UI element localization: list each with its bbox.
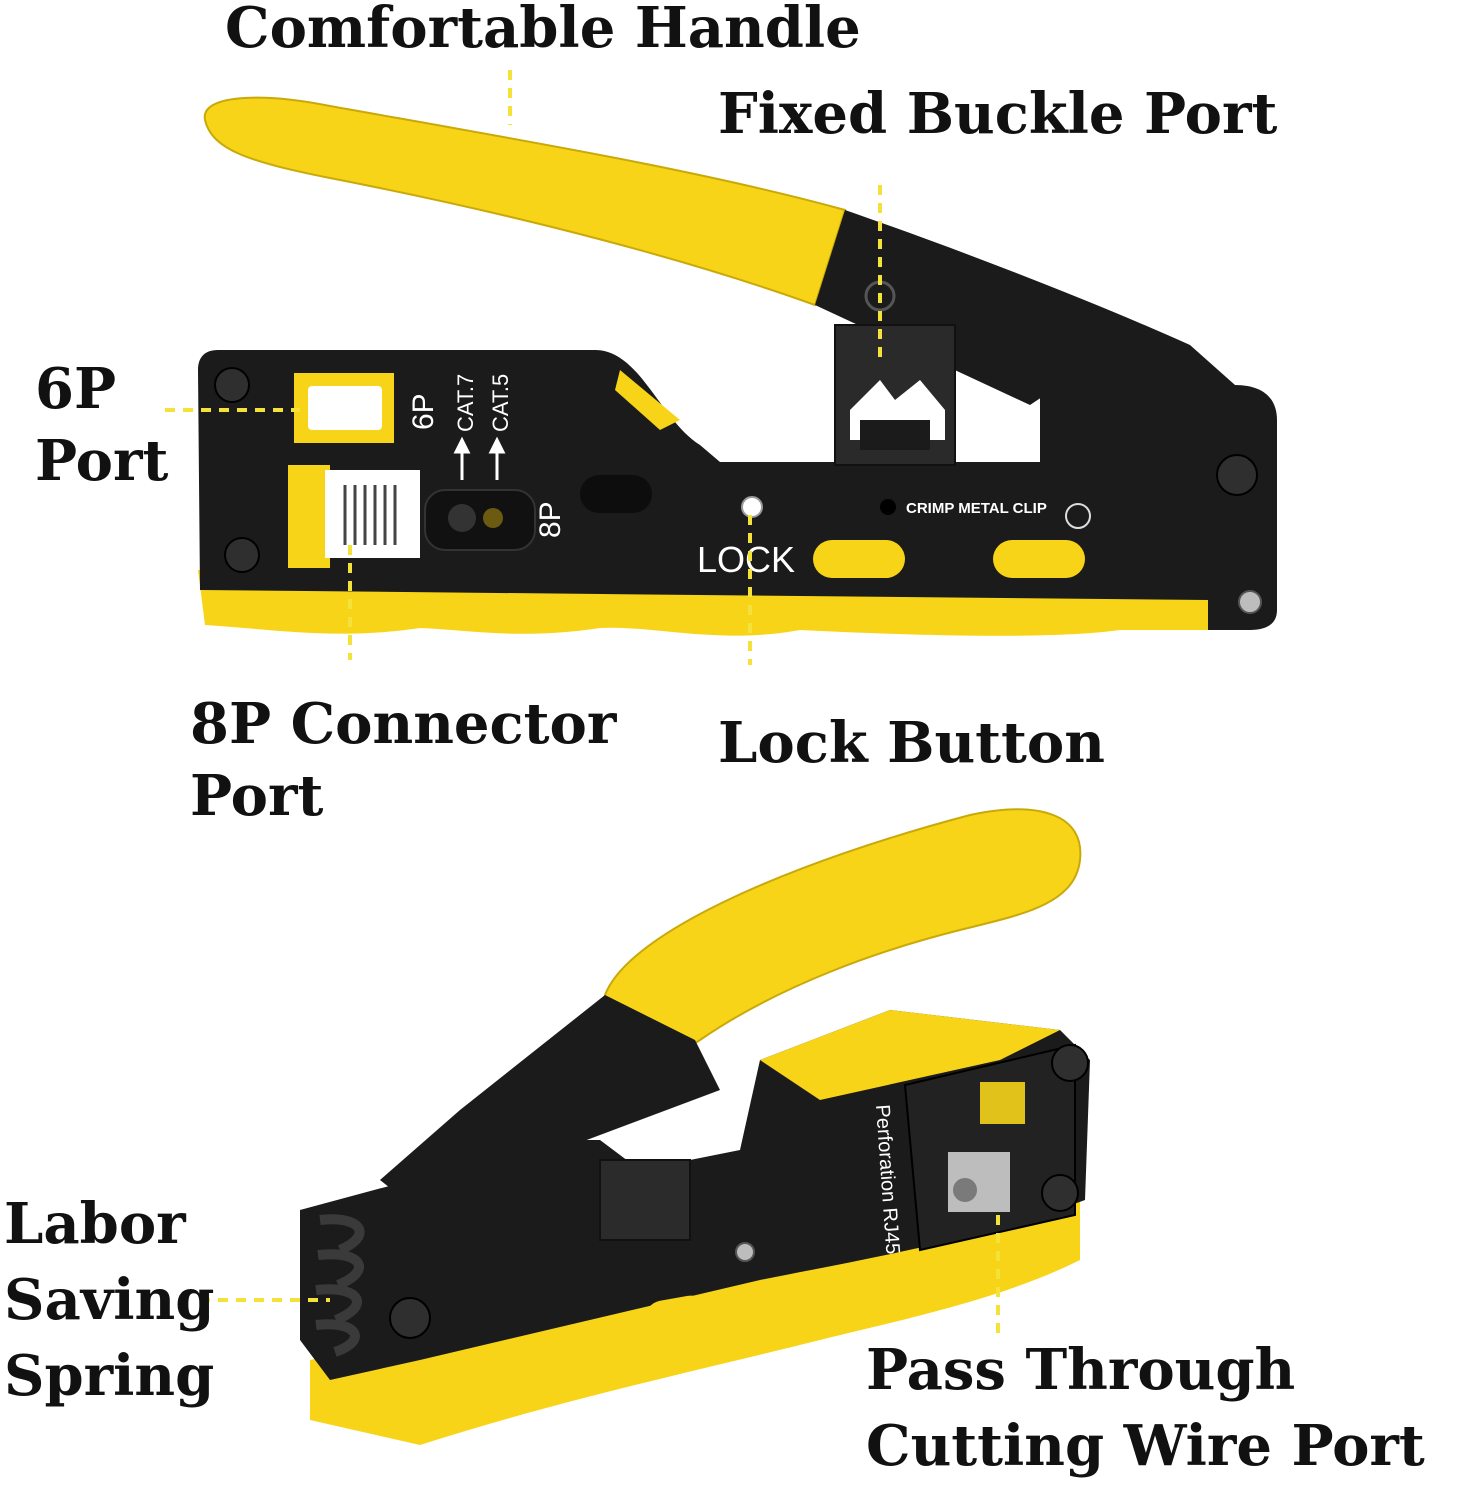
top-jaw-arm (815, 210, 1235, 405)
arrow-icon (453, 436, 506, 480)
label-labor-saving-spring: Labor Saving Spring (4, 1186, 214, 1414)
screw-icon (214, 367, 250, 403)
blade-screw-icon (448, 504, 476, 532)
label-comfortable-handle: Comfortable Handle (225, 0, 861, 61)
pass-through-face (903, 1043, 1076, 1252)
label-8p-line-1: 8P Connector (190, 691, 617, 757)
grip-pad (645, 1295, 709, 1337)
label-6p-port: 6P Port (35, 353, 168, 497)
screw-icon (389, 1297, 431, 1339)
bottom-crimp-die (599, 1159, 691, 1241)
label-spring-line-1: Labor (4, 1191, 186, 1257)
crimp-die-tooth (860, 420, 930, 450)
blade-window (424, 489, 536, 551)
label-fixed-buckle-port: Fixed Buckle Port (718, 81, 1278, 147)
marking-crimp-metal-clip: CRIMP METAL CLIP (906, 500, 1047, 517)
grip-pad (993, 540, 1085, 578)
marking-cat5: CAT.5 (488, 374, 513, 432)
leader-lines (165, 70, 1000, 1335)
bottom-crimper: Perforation RJ45 (300, 808, 1090, 1445)
blade-hole (483, 508, 503, 528)
label-pass-line-2: Cutting Wire Port (866, 1413, 1425, 1479)
pass-through-port (980, 1082, 1025, 1124)
label-pass-through: Pass Through Cutting Wire Port (866, 1332, 1425, 1484)
label-pass-line-1: Pass Through (866, 1337, 1296, 1403)
marking-lock: LOCK (697, 539, 795, 580)
label-lock-button: Lock Button (718, 710, 1105, 776)
port-8p-frame (288, 465, 330, 568)
marking-8p: 8P (534, 501, 567, 538)
lock-button (741, 496, 763, 518)
screw-icon (1041, 1174, 1079, 1212)
marking-cat7: CAT.7 (453, 374, 478, 432)
bottom-handle (603, 808, 1082, 1093)
label-6p-line-1: 6P (35, 356, 117, 422)
port-8p-pins (343, 485, 397, 545)
spring-icon (315, 1214, 365, 1357)
screw-icon (1051, 1044, 1089, 1082)
bottom-head-top (760, 1010, 1060, 1100)
label-spring-line-2: Saving (4, 1267, 215, 1333)
screw-icon (1216, 454, 1258, 496)
label-spring-line-3: Spring (4, 1343, 215, 1409)
blade-screw-icon (953, 1178, 977, 1202)
slot (580, 475, 652, 513)
label-8p-connector-port: 8P Connector Port (190, 688, 616, 832)
clip-ring (1065, 503, 1091, 529)
clip-dot (880, 499, 896, 515)
top-jaw-accent (615, 370, 680, 430)
grip-pad (520, 1332, 584, 1374)
label-6p-line-2: Port (35, 428, 169, 494)
rivet-icon (735, 1242, 755, 1262)
port-8p-opening (325, 470, 420, 558)
screw-icon (224, 537, 260, 573)
marking-6p: 6P (407, 393, 440, 430)
bottom-body (300, 1010, 1090, 1380)
rivet-icon (1238, 590, 1262, 614)
port-6p-opening (308, 386, 382, 430)
bottom-arm (380, 995, 720, 1220)
top-crimper: 6P CAT.7 CAT.5 8P LOCK CRIMP METAL CLIP (198, 96, 1277, 636)
grip-pad (813, 540, 905, 578)
label-8p-line-2: Port (190, 763, 324, 829)
